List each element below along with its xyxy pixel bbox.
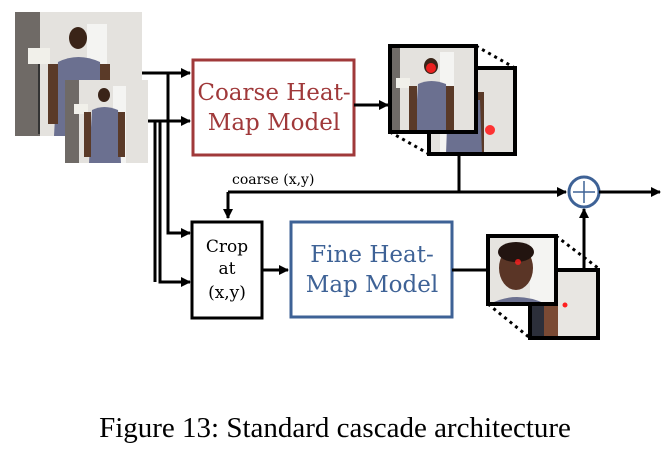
- input-image-2: [65, 80, 148, 163]
- coarse-model-label-1: Coarse Heat-: [197, 80, 350, 106]
- coarse-output-images: [388, 44, 517, 156]
- coarse-model-label-2: Map Model: [208, 110, 340, 136]
- crop-label-1: Crop: [206, 237, 248, 257]
- crop-box: Crop at (x,y): [190, 220, 264, 320]
- coarse-model-box: Coarse Heat- Map Model: [191, 58, 356, 157]
- coarse-xy-label: coarse (x,y): [232, 172, 314, 188]
- crop-label-2: at: [219, 259, 236, 279]
- fine-model-label-2: Map Model: [306, 272, 438, 298]
- crop-label-3: (x,y): [208, 283, 246, 303]
- fine-output-images: [486, 234, 600, 340]
- coarse-xy-feedback: [223, 156, 567, 219]
- figure-caption: Figure 13: Standard cascade architecture: [99, 412, 571, 444]
- input-connectors: [142, 68, 191, 287]
- sum-node: [567, 175, 601, 209]
- fine-model-label-1: Fine Heat-: [310, 242, 433, 268]
- fine-model-box: Fine Heat- Map Model: [289, 220, 454, 319]
